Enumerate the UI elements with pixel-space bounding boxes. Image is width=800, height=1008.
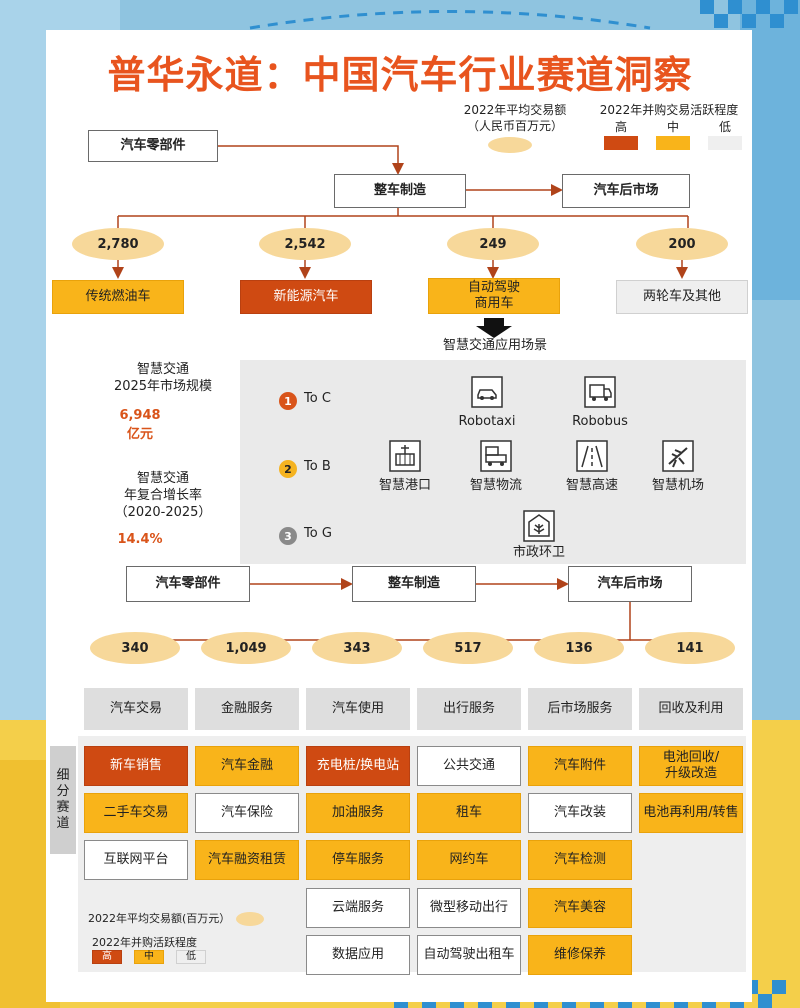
- to-g-number: 3: [279, 527, 297, 545]
- to-b-number: 2: [279, 460, 297, 478]
- to-c-label: To C: [304, 391, 331, 406]
- subdivision-cell: 电池再利用/转售: [639, 793, 743, 833]
- market-size-label: 智慧交通 2025年市场规模: [113, 362, 213, 394]
- service-category-3: 出行服务: [417, 688, 521, 730]
- smart-highway-label: 智慧高速: [565, 478, 618, 493]
- subdivision-cell: 汽车保险: [195, 793, 299, 833]
- smart-port-icon: [389, 440, 421, 472]
- to-b-label: To B: [304, 459, 331, 474]
- bottom-vehicle-box: 整车制造: [352, 566, 476, 602]
- subdivision-cell: 汽车改装: [528, 793, 632, 833]
- smart-transport-heading: 智慧交通应用场景: [442, 338, 547, 353]
- smart-airport-label: 智慧机场: [651, 478, 704, 493]
- legend-low-label: 低: [718, 120, 731, 134]
- bottom-parts-box: 汽车零部件: [126, 566, 250, 602]
- to-c-number: 1: [279, 392, 297, 410]
- service-category-2: 汽车使用: [306, 688, 410, 730]
- bottom-legend-avg-label: 2022年平均交易额(百万元）: [88, 912, 231, 925]
- cagr-value: 14.4%: [117, 532, 163, 547]
- top-vehicle-box: 整车制造: [334, 174, 466, 208]
- robobus-icon: [584, 376, 616, 408]
- legend-low-swatch: [708, 136, 742, 150]
- service-category-0: 汽车交易: [84, 688, 188, 730]
- legend-activity-label: 2022年并购交易活跃程度: [599, 103, 739, 117]
- smart-airport-icon: [662, 440, 694, 472]
- subdivision-cell: 新车销售: [84, 746, 188, 786]
- service-value-4: 136: [534, 632, 624, 664]
- service-value-1: 1,049: [201, 632, 291, 664]
- segment-label-0: 传统燃油车: [52, 280, 184, 314]
- top-aftermarket-box: 汽车后市场: [562, 174, 690, 208]
- legend-avg-unit: （人民币百万元）: [466, 119, 563, 133]
- bottom-legend-high: 高: [92, 950, 122, 964]
- bottom-legend-mid: 中: [134, 950, 164, 964]
- subdivision-cell: 云端服务: [306, 888, 410, 928]
- segment-value-3: 200: [636, 228, 728, 260]
- subdivision-cell: 汽车美容: [528, 888, 632, 928]
- subdivision-cell: 停车服务: [306, 840, 410, 880]
- subdivision-cell: 电池回收/ 升级改造: [639, 746, 743, 786]
- segment-label-1: 新能源汽车: [240, 280, 372, 314]
- legend-avg-label: 2022年平均交易额: [463, 103, 567, 117]
- subdivision-cell: 汽车附件: [528, 746, 632, 786]
- robotaxi-icon: [471, 376, 503, 408]
- subdivision-cell: 互联网平台: [84, 840, 188, 880]
- subdivision-cell: 汽车金融: [195, 746, 299, 786]
- top-parts-box: 汽车零部件: [88, 130, 218, 162]
- service-category-5: 回收及利用: [639, 688, 743, 730]
- segment-value-1: 2,542: [259, 228, 351, 260]
- subdivision-cell: 租车: [417, 793, 521, 833]
- subdivision-label: 细 分 赛 道: [50, 746, 76, 854]
- service-value-2: 343: [312, 632, 402, 664]
- subdivision-cell: 汽车检测: [528, 840, 632, 880]
- service-value-3: 517: [423, 632, 513, 664]
- legend-oval: [488, 137, 532, 153]
- segment-label-2: 自动驾驶 商用车: [428, 278, 560, 314]
- robobus-label: Robobus: [572, 414, 628, 429]
- segment-label-3: 两轮车及其他: [616, 280, 748, 314]
- legend-high-label: 高: [614, 120, 627, 134]
- service-category-1: 金融服务: [195, 688, 299, 730]
- cagr-label: 智慧交通 年复合增长率 （2020-2025）: [114, 471, 212, 520]
- subdivision-cell: 汽车融资租赁: [195, 840, 299, 880]
- smart-logistics-icon: [480, 440, 512, 472]
- subdivision-cell: 充电桩/换电站: [306, 746, 410, 786]
- subdivision-cell: 公共交通: [417, 746, 521, 786]
- subdivision-cell: 自动驾驶出租车: [417, 935, 521, 975]
- subdivision-cell: 加油服务: [306, 793, 410, 833]
- subdivision-cell: 维修保养: [528, 935, 632, 975]
- subdivision-cell: 网约车: [417, 840, 521, 880]
- bottom-legend-activity-label: 2022年并购活跃程度: [92, 936, 197, 949]
- legend-mid-swatch: [656, 136, 690, 150]
- page-title: 普华永道：中国汽车行业赛道洞察: [107, 53, 693, 97]
- municipal-sanitation-icon: [523, 510, 555, 542]
- service-value-5: 141: [645, 632, 735, 664]
- service-category-4: 后市场服务: [528, 688, 632, 730]
- subdivision-cell: 微型移动出行: [417, 888, 521, 928]
- service-value-0: 340: [90, 632, 180, 664]
- segment-value-2: 249: [447, 228, 539, 260]
- bottom-legend-oval: [236, 912, 264, 926]
- robotaxi-label: Robotaxi: [458, 414, 516, 429]
- smart-highway-icon: [576, 440, 608, 472]
- to-g-label: To G: [304, 526, 332, 541]
- smart-port-label: 智慧港口: [378, 478, 431, 493]
- legend-high-swatch: [604, 136, 638, 150]
- municipal-sanitation-label: 市政环卫: [512, 545, 565, 560]
- segment-value-0: 2,780: [72, 228, 164, 260]
- bottom-legend-low: 低: [176, 950, 206, 964]
- market-size-value: 6,948 亿元: [119, 408, 161, 442]
- subdivision-cell: 数据应用: [306, 935, 410, 975]
- bottom-aftermarket-box: 汽车后市场: [568, 566, 692, 602]
- subdivision-cell: 二手车交易: [84, 793, 188, 833]
- legend-mid-label: 中: [666, 120, 679, 134]
- smart-logistics-label: 智慧物流: [469, 478, 522, 493]
